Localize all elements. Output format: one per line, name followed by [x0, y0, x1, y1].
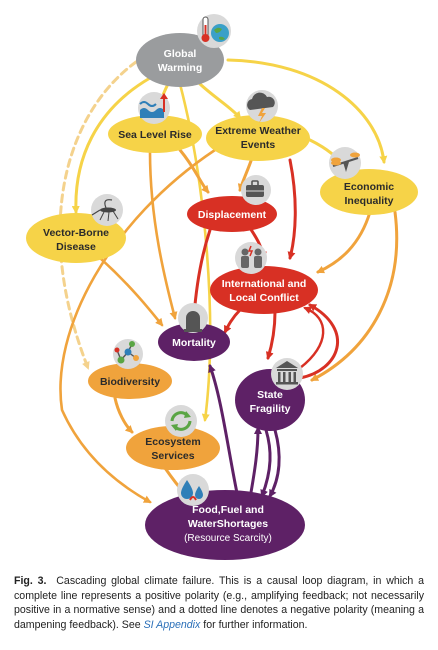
link-global-warming-to-vector-borne: [71, 76, 152, 214]
link-global-warming-to-economic-inequality: [226, 58, 388, 164]
node-resource-scarcity-label-2: WaterShortages: [188, 518, 268, 530]
node-vector-borne-label-2: Disease: [56, 241, 96, 253]
node-state-fragility-label-2: Fragility: [250, 403, 291, 415]
node-extreme-weather-label-2: Events: [241, 139, 276, 151]
link-sea-level-to-mortality: [148, 150, 178, 320]
link-sea-level-to-displacement: [178, 148, 210, 194]
node-resource-scarcity: Food,Fuel and WaterShortages (Resource S…: [145, 474, 305, 560]
node-resource-scarcity-label-1: Food,Fuel and: [192, 504, 264, 516]
molecule-icon: [113, 339, 143, 369]
link-scarcity-to-mortality: [208, 364, 240, 500]
link-state-fragility-to-scarcity-2: [260, 428, 272, 498]
node-displacement: Displacement: [187, 175, 277, 232]
node-conflict-label-2: Local Conflict: [229, 292, 299, 304]
link-global-warming-to-biodiversity: [58, 60, 138, 370]
figure-caption-tail: for further information.: [203, 618, 308, 631]
luggage-icon: [241, 175, 271, 205]
node-economic-inequality-label-2: Inequality: [344, 195, 393, 207]
node-global-warming: Global Warming: [136, 14, 231, 87]
node-conflict-label-1: International and: [222, 278, 307, 290]
government-building-icon: [271, 358, 303, 390]
link-economic-inequality-to-conflict: [316, 210, 372, 274]
node-state-fragility-label-1: State: [257, 389, 283, 401]
node-extreme-weather: Extreme Weather Events: [206, 90, 310, 161]
link-extreme-weather-to-conflict: [287, 158, 297, 260]
node-ecosystem-services-label-1: Ecosystem: [145, 436, 200, 448]
node-mortality-label: Mortality: [172, 337, 216, 349]
link-biodiversity-to-ecosystem: [113, 396, 134, 434]
node-ecosystem-services: Ecosystem Services: [126, 405, 220, 470]
node-mortality: Mortality: [158, 303, 230, 361]
node-vector-borne: Vector-Borne Disease: [26, 194, 126, 263]
link-conflict-to-mortality: [223, 308, 242, 334]
link-vector-borne-to-mortality: [98, 256, 164, 327]
causal-loop-diagram: Global Warming Sea Level Rise Extreme We…: [26, 14, 418, 560]
link-conflict-to-state-fragility: [265, 310, 277, 360]
link-state-fragility-to-conflict: [298, 303, 340, 380]
node-global-warming-label-1: Global: [164, 48, 197, 60]
link-state-fragility-to-conflict-2: [298, 306, 325, 370]
node-state-fragility: State Fragility: [235, 358, 305, 431]
coin-scale-icon: [329, 147, 361, 179]
link-global-warming-to-extreme-weather: [198, 82, 242, 120]
link-extreme-weather-to-displacement: [237, 156, 254, 192]
link-state-fragility-to-scarcity: [268, 428, 281, 498]
node-biodiversity: Biodiversity: [88, 339, 172, 399]
figure-caption: Fig. 3. Cascading global climate failure…: [14, 574, 424, 632]
node-conflict: International and Local Conflict: [210, 242, 318, 314]
link-economic-inequality-to-state-fragility: [310, 210, 399, 382]
si-appendix-link[interactable]: SI Appendix: [143, 618, 201, 631]
rising-water-icon: [138, 92, 170, 124]
node-sea-level-rise-label: Sea Level Rise: [118, 129, 192, 141]
node-ecosystem-services-label-2: Services: [151, 450, 194, 462]
node-economic-inequality-label-1: Economic: [344, 181, 394, 193]
figure-caption-text: Cascading global climate failure. This i…: [14, 575, 424, 631]
node-vector-borne-label-1: Vector-Borne: [43, 227, 109, 239]
node-biodiversity-label: Biodiversity: [100, 376, 160, 388]
conflict-people-icon: [235, 242, 267, 274]
node-economic-inequality: Economic Inequality: [320, 147, 418, 215]
link-scarcity-to-state-fragility: [248, 426, 262, 500]
thermometer-globe-icon: [197, 14, 231, 48]
node-resource-scarcity-label-3: (Resource Scarcity): [184, 533, 272, 544]
link-extreme-weather-to-scarcity: [59, 148, 217, 504]
node-sea-level-rise: Sea Level Rise: [108, 92, 202, 153]
recycle-icon: [165, 405, 197, 437]
storm-cloud-icon: [246, 90, 278, 123]
node-displacement-label: Displacement: [198, 209, 267, 221]
figure-caption-label: Fig. 3.: [14, 575, 47, 587]
mosquito-icon: [91, 194, 123, 226]
node-global-warming-label-2: Warming: [158, 62, 203, 74]
gravestone-icon: [178, 303, 208, 333]
node-extreme-weather-label-1: Extreme Weather: [215, 125, 301, 137]
water-drop-flame-icon: [177, 474, 209, 506]
